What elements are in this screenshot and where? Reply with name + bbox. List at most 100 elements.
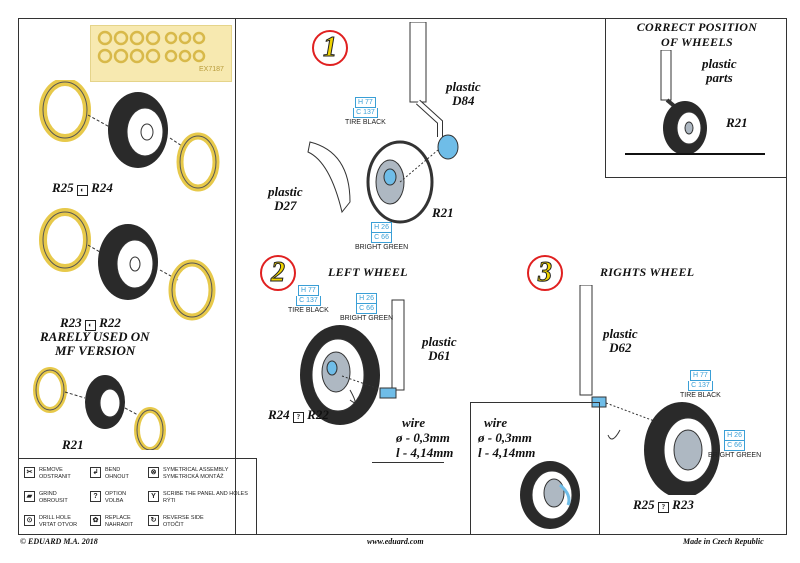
footer-website[interactable]: www.eduard.com — [367, 537, 424, 546]
label-r21-left: R21 — [62, 437, 84, 452]
part-code: D27 — [274, 198, 297, 213]
wire-detail-illustration — [520, 461, 580, 529]
sheet-code: EX7187 — [199, 66, 224, 73]
page-frame — [18, 18, 787, 535]
legend-text: DRILL HOLE — [39, 515, 71, 521]
footer-copyright: © EDUARD M.A. 2018 — [20, 537, 98, 546]
paint-code-c: C 137 — [353, 108, 378, 118]
label-r23-r22: R23 ◐ R22 — [60, 315, 121, 331]
legend-text: REVERSE SIDE — [163, 515, 204, 521]
title-line-2: OF WHEELS — [661, 35, 733, 49]
label-r25-r23: R25 ? R23 — [633, 497, 694, 513]
scribe-icon: Y — [148, 491, 159, 502]
part-code: D84 — [452, 93, 475, 108]
label-r24: R24 — [91, 180, 113, 195]
wire-text: wire — [484, 415, 508, 430]
correct-position-illustration — [625, 50, 765, 155]
label-r24-r22: R24 ? R22 — [268, 407, 329, 423]
mf-version-label: MF VERSION — [55, 343, 136, 358]
label-r21-corner: R21 — [726, 115, 748, 130]
label-r24: R24 — [268, 407, 290, 422]
left-wheel-title: LEFT WHEEL — [328, 265, 408, 279]
label-r23: R23 — [60, 315, 82, 330]
legend-text: SCRIBE THE PANEL AND HOLES — [163, 491, 248, 497]
plastic-d62-label: plastic D62 — [603, 327, 638, 355]
paint-chip-hub-step1: H 26 C 66 BRIGHT GREEN — [355, 222, 408, 252]
paint-code-c: C 137 — [688, 381, 713, 391]
step-1-illustration — [307, 22, 459, 224]
step-1-badge: 1 — [312, 30, 348, 66]
replace-icon: ✿ — [90, 515, 101, 526]
wheel-r25-r24 — [39, 80, 220, 192]
footer-origin: Made in Czech Republic — [683, 537, 764, 546]
wire-spec-right: wire ø - 0,3mm l - 4,14mm — [478, 415, 535, 460]
plastic-text: plastic — [268, 184, 303, 199]
paint-chip-tire-step3: H 77 C 137 TIRE BLACK — [680, 370, 721, 400]
correct-position-box — [605, 18, 787, 178]
column-divider — [235, 18, 236, 535]
paint-chip-hub-step2: H 26 C 66 BRIGHT GREEN — [340, 293, 393, 323]
legend-text: SYMETRICAL ASSEMBLY — [163, 467, 229, 473]
label-r25: R25 — [633, 497, 655, 512]
paint-code-c: C 66 — [356, 304, 377, 314]
step-3-badge: 3 — [527, 255, 563, 291]
bend-icon: ↲ — [90, 467, 101, 478]
wire-text: wire — [402, 415, 426, 430]
paint-code-c: C 66 — [724, 441, 745, 451]
legend-text: GRIND — [39, 491, 57, 497]
paint-name: BRIGHT GREEN — [355, 244, 409, 251]
plastic-text: plastic — [446, 79, 481, 94]
replace-icon: ◐ — [76, 185, 88, 196]
parts-text: parts — [705, 70, 733, 85]
legend-text: NAHRADIT — [105, 521, 134, 528]
wire-underline-left — [372, 462, 444, 463]
plastic-d84-label: plastic D84 — [446, 80, 481, 108]
paint-name: TIRE BLACK — [288, 307, 329, 314]
paint-name: BRIGHT GREEN — [340, 315, 394, 322]
paint-name: TIRE BLACK — [680, 392, 721, 399]
plastic-parts-label: plastic parts — [702, 57, 737, 85]
wheel-r21 — [33, 367, 166, 450]
label-r22: R22 — [99, 315, 121, 330]
legend-text: OTOČIT — [163, 521, 184, 528]
paint-code-c: C 66 — [371, 233, 392, 243]
step-2-badge: 2 — [260, 255, 296, 291]
wire-length: l - 4,14mm — [396, 445, 454, 460]
remove-icon: ✂ — [24, 467, 35, 478]
paint-code-h: H 26 — [724, 430, 745, 441]
paint-code-h: H 26 — [371, 222, 392, 233]
rights-wheel-title: RIGHTS WHEEL — [600, 265, 695, 279]
step-2-illustration — [300, 299, 405, 425]
paint-code-h: H 77 — [690, 370, 711, 381]
paint-name: BRIGHT GREEN — [708, 452, 762, 459]
wire-length: l - 4,14mm — [478, 445, 536, 460]
legend-text: OPTION — [105, 491, 127, 497]
part-code: D61 — [428, 348, 451, 363]
left-wheel-illustrations — [33, 80, 220, 450]
rarely-used-label: RARELY USED ON — [40, 329, 150, 344]
paint-code-h: H 77 — [298, 285, 319, 296]
symmetrical-assembly-icon: ⊗ — [148, 467, 159, 478]
label-r21-step1: R21 — [432, 205, 454, 220]
reverse-side-icon: ↻ — [148, 515, 159, 526]
wire-diameter: ø - 0,3mm — [396, 430, 450, 445]
label-r23: R23 — [672, 497, 694, 512]
plastic-d61-label: plastic D61 — [422, 335, 457, 363]
paint-code-h: H 77 — [355, 97, 376, 108]
grind-icon: ▰ — [24, 491, 35, 502]
drill-hole-icon: ⊙ — [24, 515, 35, 526]
label-r25-r24: R25 ◐ R24 — [52, 180, 113, 196]
legend-text: VOLBA — [105, 497, 124, 504]
mask-sheet: EX7187 — [90, 25, 232, 82]
part-code: D62 — [609, 340, 632, 355]
legend-text: OHNOUT — [105, 473, 129, 480]
legend-text: OBROUSIT — [39, 497, 68, 504]
